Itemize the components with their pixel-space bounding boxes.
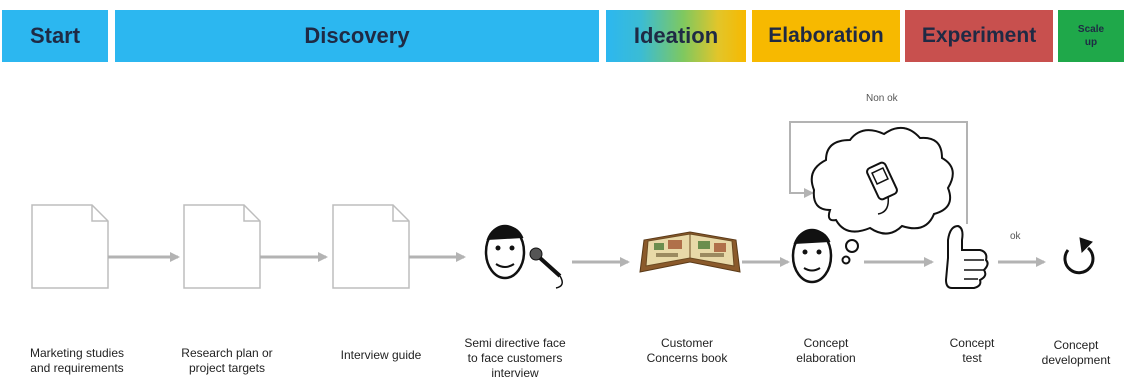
step-label-line: Concerns book [646, 351, 728, 365]
phase-elaboration: Elaboration [752, 10, 900, 62]
document-icon [31, 204, 109, 289]
phase-start-label: Start [29, 23, 81, 48]
open-book-icon [639, 231, 741, 273]
thumbs-up-icon [944, 224, 989, 289]
step-label-line: to face customers [467, 351, 563, 365]
step-label-line: Semi directive face [464, 336, 566, 350]
step-label-concept-elaboration: Concept elaboration [766, 336, 886, 366]
document-icon [183, 204, 261, 289]
thinking-face-icon [791, 228, 833, 284]
step-label-line: Concept [949, 336, 995, 350]
phase-experiment-label: Experiment [921, 24, 1037, 47]
step-label-line: test [962, 351, 982, 365]
phase-discovery-label: Discovery [304, 23, 410, 48]
feedback-loop-arrow [789, 121, 968, 224]
step-label-line: development [1041, 353, 1111, 367]
thought-cloud-icon [810, 127, 954, 265]
phase-elaboration-label: Elaboration [768, 24, 884, 47]
ok-label: ok [1010, 231, 1021, 242]
interview-face-microphone-icon [484, 224, 563, 289]
phase-scale-up-label-2: up [1084, 37, 1098, 48]
document-icon [332, 204, 410, 289]
non-ok-label: Non ok [866, 93, 898, 104]
step-label-concept-development: Concept development [1026, 338, 1126, 368]
step-label-line: and requirements [30, 361, 124, 375]
phase-ideation: Ideation [606, 10, 746, 62]
step-label-line: elaboration [796, 351, 856, 365]
phase-scale-up-label-1: Scale [1077, 24, 1105, 35]
step-label-line: project targets [188, 361, 266, 375]
step-label-line: Concept [1053, 338, 1099, 352]
step-label-line: Interview guide [340, 348, 422, 362]
phase-ideation-label: Ideation [633, 23, 719, 48]
step-label-line: interview [491, 366, 539, 380]
phase-start: Start [2, 10, 108, 62]
step-label-line: Concept [803, 336, 849, 350]
phase-discovery: Discovery [115, 10, 599, 62]
step-label-line: Research plan or [181, 346, 273, 360]
phase-scale-up: Scale up [1058, 10, 1124, 62]
step-label-semi-directive-interview: Semi directive face to face customers in… [440, 336, 590, 381]
step-label-interview-guide: Interview guide [306, 348, 456, 363]
step-label-research-plan: Research plan or project targets [152, 346, 302, 376]
step-label-concept-test: Concept test [922, 336, 1022, 366]
step-label-line: Customer [660, 336, 713, 350]
phase-experiment: Experiment [905, 10, 1053, 62]
step-label-marketing-studies: Marketing studies and requirements [2, 346, 152, 376]
step-label-customer-concerns-book: Customer Concerns book [612, 336, 762, 366]
cycle-arrow-icon [1063, 237, 1095, 275]
step-label-line: Marketing studies [29, 346, 125, 360]
